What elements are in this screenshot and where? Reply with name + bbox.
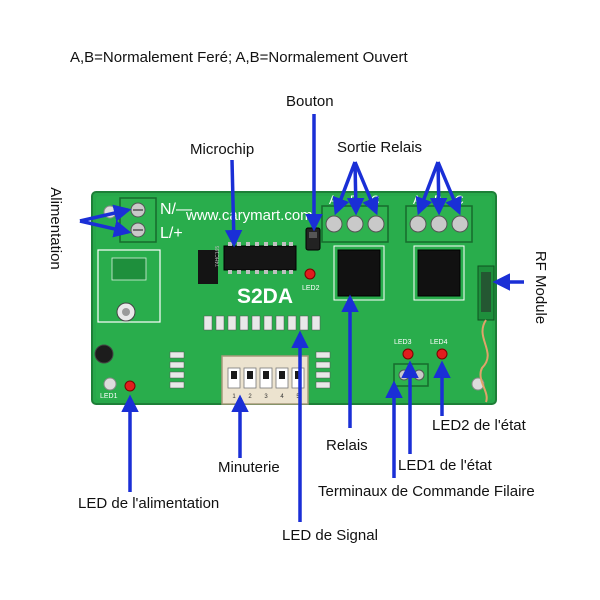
pcb-inner-shade — [96, 196, 492, 400]
silk-model: S2DA — [237, 285, 293, 308]
signal-led — [304, 268, 316, 280]
relay-2 — [417, 249, 461, 297]
rf-antenna — [479, 319, 489, 403]
resistor-column-right — [315, 351, 331, 389]
silk-led2: LED2 — [302, 285, 320, 292]
dip-levers — [231, 371, 301, 379]
label-led-signal: LED de Signal — [282, 527, 378, 544]
mount-hole — [103, 377, 117, 391]
power-section-outline — [97, 249, 161, 323]
silk-led3: LED3 — [394, 339, 412, 346]
arrow-sortie-relais-2b — [429, 161, 448, 216]
label-rf-module: RF Module — [532, 250, 550, 325]
state-led-2 — [436, 348, 448, 360]
label-microchip: Microchip — [190, 141, 255, 158]
dip-digit: 3 — [264, 394, 268, 400]
power-led — [124, 380, 136, 392]
silk-url: www.carymart.com — [185, 207, 313, 224]
header-text: A,B=Normalement Feré; A,B=Normalement Ou… — [70, 49, 408, 66]
silk-led1: LED1 — [100, 393, 118, 400]
callout-arrows — [79, 114, 524, 522]
arrow-alimentation-2 — [79, 219, 132, 238]
silk-nl: N/— — [160, 201, 192, 218]
electrolytic-capacitor — [94, 344, 114, 364]
arrow-sortie-relais-1a — [332, 161, 357, 216]
arrow-sortie-relais-2c — [436, 161, 462, 216]
relay-1 — [337, 249, 381, 297]
resistor-column-left — [169, 351, 185, 389]
label-led-alim: LED de l'alimentation — [78, 495, 220, 512]
dip-digit: 4 — [280, 394, 284, 400]
label-bouton: Bouton — [286, 93, 334, 110]
resistor-row — [203, 315, 321, 331]
label-sortie-relais: Sortie Relais — [337, 139, 423, 156]
power-component — [111, 257, 147, 281]
silk-led4: LED4 — [430, 339, 448, 346]
relay-outline — [333, 245, 385, 301]
label-minuterie: Minuterie — [218, 459, 280, 476]
label-relais: Relais — [326, 437, 368, 454]
arrow-alimentation-1 — [79, 204, 132, 223]
logic-ic — [198, 250, 218, 284]
label-terminaux: Terminaux de Commande Filaire — [318, 483, 535, 500]
arrow-sortie-relais-1c — [353, 161, 379, 216]
chip-mark: 74HC165 — [215, 246, 221, 267]
arrow-sortie-relais-1b — [346, 161, 365, 216]
microchip-ic — [223, 245, 297, 271]
push-button — [305, 227, 321, 251]
silk-lplus: L/+ — [160, 225, 183, 242]
label-led2-etat: LED2 de l'état — [432, 417, 526, 434]
dip-digit: 2 — [248, 394, 252, 400]
relay-outline — [413, 245, 465, 301]
silk-relay2-a: A — [413, 193, 421, 207]
label-led1-etat: LED1 de l'état — [398, 457, 492, 474]
state-led-1 — [402, 348, 414, 360]
silk-relay1-a: A — [329, 193, 337, 207]
arrow-sortie-relais-2a — [415, 161, 440, 216]
arrow-microchip — [224, 159, 243, 248]
label-alimentation: Alimentation — [46, 187, 64, 270]
